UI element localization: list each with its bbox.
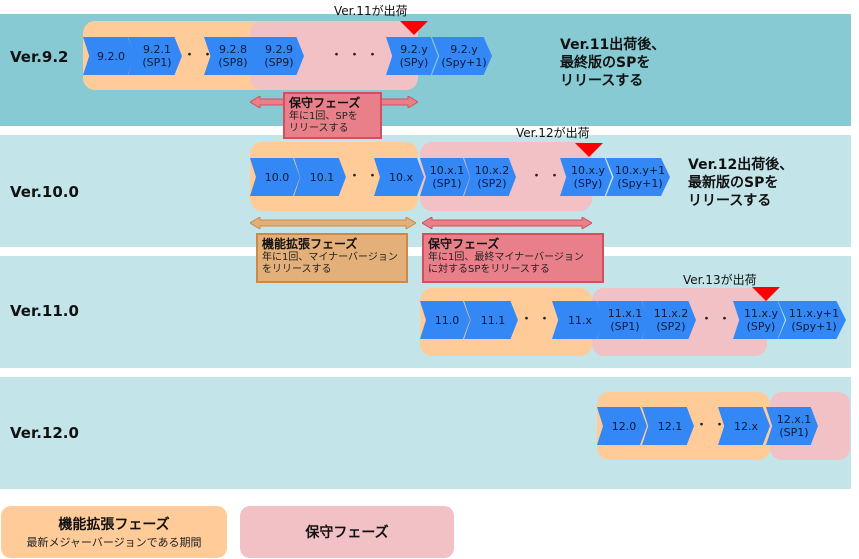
legend-title: 機能拡張フェーズ <box>58 517 170 533</box>
release-chevron: 10.0 <box>250 158 300 196</box>
ship-label: Ver.13が出荷 <box>683 273 757 287</box>
row-note: Ver.12出荷後、 最新版のSPを リリースする <box>688 157 794 209</box>
row-label: Ver.11.0 <box>10 302 79 320</box>
release-chevron: 11.x.2 (SP2) <box>642 301 696 339</box>
release-chevron: 9.2.y (Spy+1) <box>432 37 492 75</box>
legend-feature-phase: 機能拡張フェーズ 最新メジャーバージョンである期間 <box>1 506 227 558</box>
row-note: Ver.11出荷後、 最終版のSPを リリースする <box>560 37 666 89</box>
release-chevron: 9.2.8 (SP8) <box>204 37 258 75</box>
legend-desc: 最新メジャーバージョンである期間 <box>26 536 202 549</box>
release-chevron: 12.x <box>718 407 770 445</box>
release-chevron: 12.0 <box>597 407 647 445</box>
release-chevron: 9.2.0 <box>83 37 135 75</box>
release-chevron: 10.x.y+1 (Spy+1) <box>606 158 670 196</box>
legend-title: 保守フェーズ <box>305 525 389 541</box>
maintenance-phase-callout: 保守フェーズ 年に1回、SPを リリースする <box>283 92 382 139</box>
ellipsis: ・・・ <box>520 312 575 327</box>
callout-desc: 年に1回、最終マイナーバージョン に対するSPをリリースする <box>428 252 584 275</box>
release-chevron: 11.x <box>552 301 604 339</box>
row-label: Ver.12.0 <box>10 424 79 442</box>
release-chevron: 9.2.y (SPy) <box>386 37 438 75</box>
release-chevron: 10.x.1 (SP1) <box>420 158 470 196</box>
phase-span-arrow <box>422 217 592 229</box>
phase-span-arrow <box>250 217 416 229</box>
release-chevron: 10.x.2 (SP2) <box>464 158 516 196</box>
legend-maintenance-phase: 保守フェーズ <box>240 506 454 558</box>
ship-label: Ver.12が出荷 <box>516 126 590 140</box>
release-chevron: 11.x.1 (SP1) <box>597 301 649 339</box>
release-chevron: 11.0 <box>420 301 470 339</box>
release-chevron: 11.x.y+1 (Spy+1) <box>778 301 846 339</box>
ellipsis: ・・・ <box>700 312 755 327</box>
maintenance-phase-callout: 保守フェーズ 年に1回、最終マイナーバージョン に対するSPをリリースする <box>422 233 604 283</box>
ship-marker-icon <box>400 21 428 35</box>
callout-desc: 年に1回、SPを リリースする <box>289 111 358 134</box>
release-chevron: 10.x.y (SPy) <box>560 158 612 196</box>
release-chevron: 10.1 <box>294 158 346 196</box>
release-chevron: 9.2.1 (SP1) <box>128 37 182 75</box>
release-chevron: 12.x.1 (SP1) <box>766 407 818 445</box>
ship-marker-icon <box>752 287 780 301</box>
release-chevron: 10.x <box>374 158 424 196</box>
ship-marker-icon <box>575 143 603 157</box>
release-chevron: 11.x.y (SPy) <box>733 301 785 339</box>
callout-desc: 年に1回、マイナーバージョン をリリースする <box>262 252 398 275</box>
release-chevron: 9.2.9 (SP9) <box>250 37 304 75</box>
release-chevron: 12.1 <box>642 407 694 445</box>
row-label: Ver.10.0 <box>10 183 79 201</box>
callout-title: 保守フェーズ <box>289 96 361 110</box>
release-chevron: 11.1 <box>464 301 518 339</box>
ship-label: Ver.11が出荷 <box>334 4 408 18</box>
callout-title: 機能拡張フェーズ <box>262 237 358 251</box>
row-label: Ver.9.2 <box>10 48 69 66</box>
feature-phase-callout: 機能拡張フェーズ 年に1回、マイナーバージョン をリリースする <box>256 233 408 283</box>
ellipsis: ・・・ <box>330 48 385 63</box>
callout-title: 保守フェーズ <box>428 237 500 251</box>
